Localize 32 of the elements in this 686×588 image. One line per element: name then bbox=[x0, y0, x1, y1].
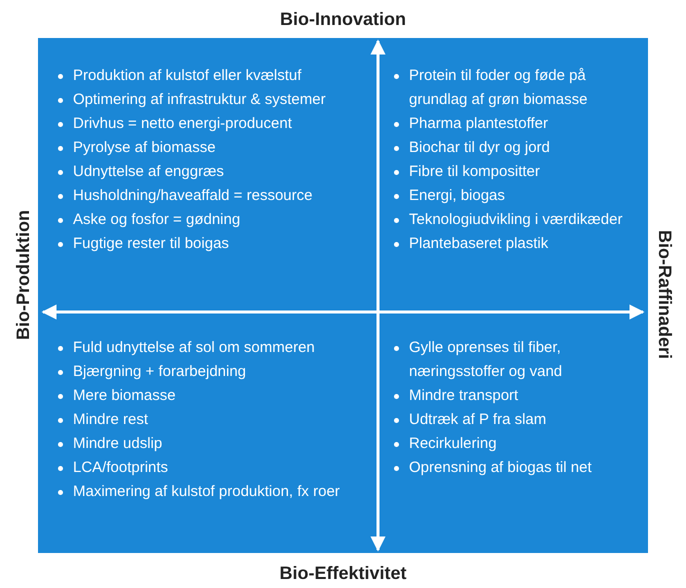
list-item: Plantebaseret plastik bbox=[409, 234, 548, 254]
list-item: Biochar til dyr og jord bbox=[409, 138, 550, 158]
axis-label: Bio-Innovation bbox=[280, 9, 406, 29]
list-item: Protein til foder og føde på grundlag af grøn biomasse bbox=[409, 66, 588, 110]
list-item: Udnyttelse af enggræs bbox=[73, 162, 224, 182]
list-item: Bjærgning + forarbejdning bbox=[73, 362, 246, 382]
axis-label: Bio-Raffinaderi bbox=[655, 230, 675, 360]
list-item: Oprensning af biogas til net bbox=[409, 458, 592, 478]
list-item: Mindre transport bbox=[409, 386, 518, 406]
list-item: Gylle oprenses til fiber, næringsstoffer og vand bbox=[409, 338, 564, 382]
axis-label: Bio-Produktion bbox=[13, 210, 33, 340]
list-item: Pyrolyse af biomasse bbox=[73, 138, 216, 158]
list-item: Drivhus = netto energi-producent bbox=[73, 114, 292, 134]
quadrant-panel bbox=[38, 38, 648, 553]
list-item: Fuld udnyttelse af sol om sommeren bbox=[73, 338, 315, 358]
list-item: Produktion af kulstof eller kvælstuf bbox=[73, 66, 302, 86]
list-item: Mere biomasse bbox=[73, 386, 176, 406]
list-item: Teknologiudvikling i værdikæder bbox=[409, 210, 622, 230]
list-item: Fibre til kompositter bbox=[409, 162, 540, 182]
list-item: Recirkulering bbox=[409, 434, 497, 454]
list-item: Maximering af kulstof produktion, fx roer bbox=[73, 482, 340, 502]
list-item: Mindre udslip bbox=[73, 434, 162, 454]
list-item: Optimering af infrastruktur & systemer bbox=[73, 90, 326, 110]
list-item: Energi, biogas bbox=[409, 186, 505, 206]
axis-label: Bio-Effektivitet bbox=[279, 563, 406, 583]
list-item: Udtræk af P fra slam bbox=[409, 410, 546, 430]
list-item: LCA/footprints bbox=[73, 458, 168, 478]
list-item: Pharma plantestoffer bbox=[409, 114, 548, 134]
list-item: Fugtige rester til boigas bbox=[73, 234, 229, 254]
list-item: Mindre rest bbox=[73, 410, 148, 430]
list-item: Aske og fosfor = gødning bbox=[73, 210, 240, 230]
list-item: Husholdning/haveaffald = ressource bbox=[73, 186, 312, 206]
